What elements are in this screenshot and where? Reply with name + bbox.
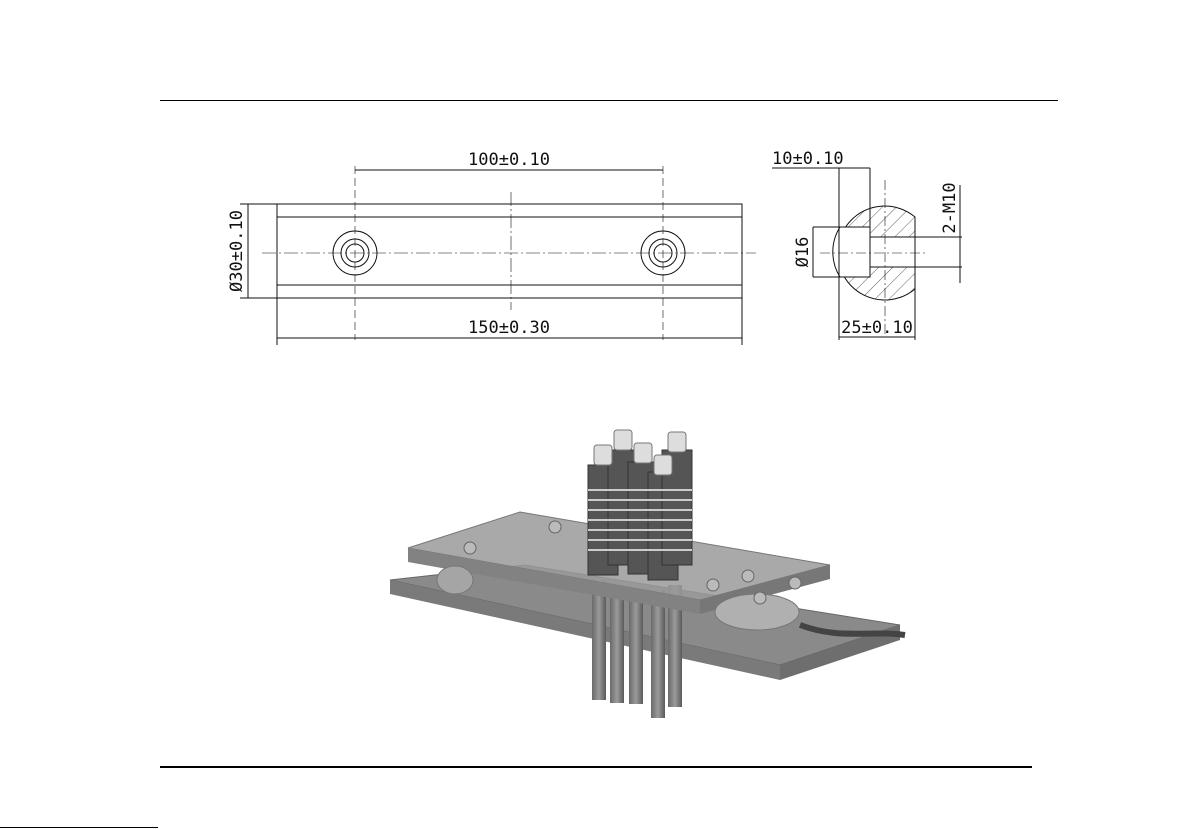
dim-thread: 2-M10 <box>940 182 960 233</box>
dim-hole-spacing: 100±0.10 <box>468 150 550 170</box>
dim-width: 25±0.10 <box>841 318 913 338</box>
front-view <box>240 166 756 345</box>
assembly-3d-render <box>389 429 906 718</box>
spring-assemblies <box>587 429 693 581</box>
dim-bore: Ø16 <box>793 237 813 268</box>
dim-diameter: Ø30±0.10 <box>227 210 247 292</box>
dim-flat-offset: 10±0.10 <box>772 149 844 169</box>
header-rule <box>160 100 1058 101</box>
side-section-view <box>772 167 962 340</box>
footer-rule <box>160 766 1032 768</box>
dim-length: 150±0.30 <box>468 318 550 338</box>
page-edge-line <box>0 827 158 828</box>
